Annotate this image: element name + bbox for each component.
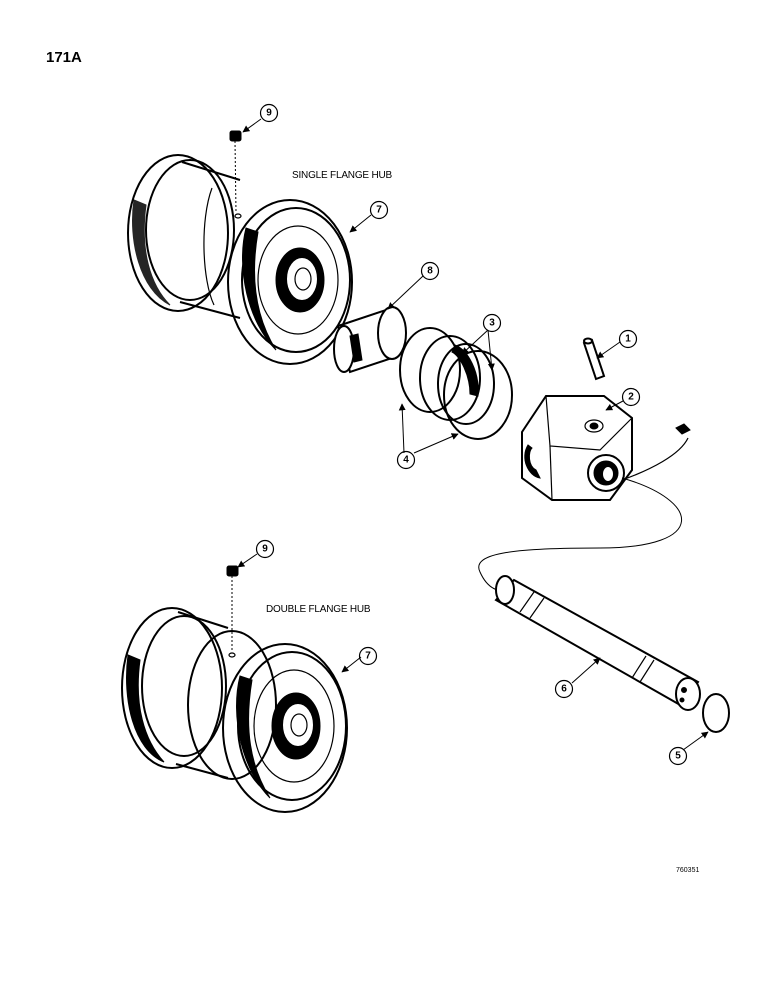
shaft [494,575,701,711]
callout-1: 1 [618,329,638,349]
roll-pin [582,337,606,381]
svg-text:7: 7 [376,205,382,216]
callout-9-top: 9 [259,103,279,123]
drawing-code: 760351 [676,867,699,874]
single-flange-roller [127,154,353,365]
bushing [333,306,407,374]
svg-text:6: 6 [561,684,567,695]
callout-3: 3 [482,313,502,333]
callout-7-bottom: 7 [358,646,378,666]
svg-text:4: 4 [403,455,409,466]
collar [521,395,691,501]
page-number: 171A [46,49,82,66]
o-rings-4 [399,327,513,440]
double-flange-roller [121,607,348,813]
callout-7-top: 7 [369,200,389,220]
svg-text:1: 1 [625,334,631,345]
svg-text:3: 3 [489,318,495,329]
svg-text:8: 8 [427,266,433,277]
callout-4: 4 [396,450,416,470]
svg-text:9: 9 [262,544,268,555]
callout-6: 6 [554,679,574,699]
callout-2: 2 [621,387,641,407]
svg-text:9: 9 [266,108,272,119]
o-ring-5 [702,693,730,733]
plug-bottom [226,565,239,652]
caption-single-flange-hub: SINGLE FLANGE HUB [292,170,392,181]
svg-text:7: 7 [365,651,371,662]
callout-9-bottom: 9 [255,539,275,559]
plug-top [229,130,242,213]
callout-8: 8 [420,261,440,281]
svg-text:5: 5 [675,751,681,762]
seal-3 [419,335,495,425]
caption-double-flange-hub: DOUBLE FLANGE HUB [266,604,371,615]
svg-text:2: 2 [628,392,634,403]
callout-5: 5 [668,746,688,766]
